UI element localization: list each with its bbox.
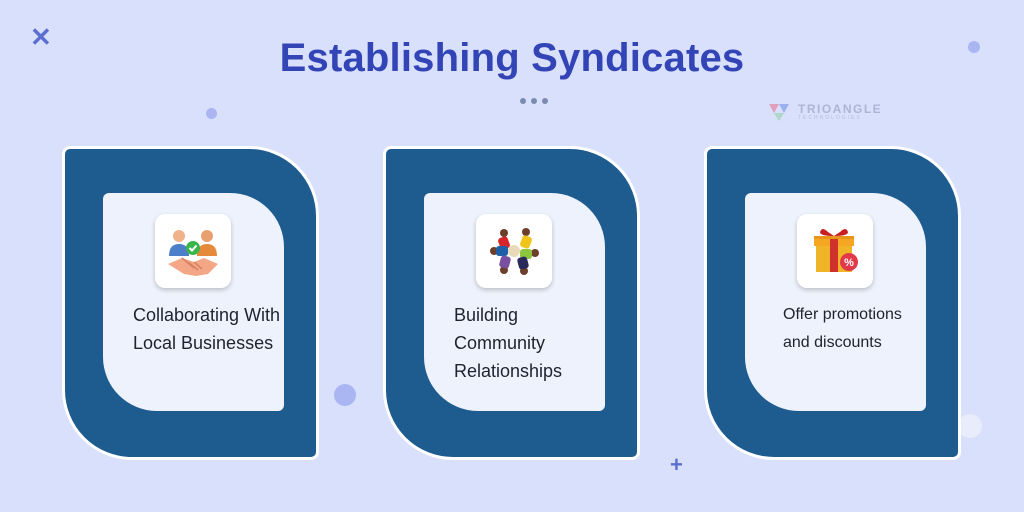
community-icon xyxy=(476,214,552,288)
card-inner: Collaborating With Local Businesses xyxy=(103,193,284,411)
decorative-x-icon: ✕ xyxy=(30,22,52,52)
decorative-plus-icon: + xyxy=(670,452,683,477)
card-label: Offer promotions and discounts xyxy=(783,306,902,351)
decorative-circle xyxy=(334,384,356,406)
decorative-circle xyxy=(958,414,982,438)
gift-discount-icon: % xyxy=(797,214,873,288)
brand-tagline: TECHNOLOGIES xyxy=(798,115,862,121)
brand-name: TRIOANGLE xyxy=(798,102,883,116)
decorative-circle xyxy=(968,41,980,53)
card-promotions: % Offer promotions and discounts xyxy=(704,146,961,460)
page-title: Establishing Syndicates xyxy=(279,36,745,80)
card-label: Collaborating With Local Businesses xyxy=(133,305,281,353)
card-inner: Building Community Relationships xyxy=(424,193,605,411)
brand-logo: TRIOANGLE TECHNOLOGIES xyxy=(768,102,882,122)
card-community: Building Community Relationships xyxy=(383,146,640,460)
card-label: Building Community Relationships xyxy=(454,305,563,381)
card-collaborating: Collaborating With Local Businesses xyxy=(62,146,319,460)
decorative-circle xyxy=(206,108,217,119)
svg-text:%: % xyxy=(844,257,854,269)
card-inner: % Offer promotions and discounts xyxy=(745,193,926,411)
brand-logo-icon xyxy=(769,104,789,121)
handshake-icon xyxy=(155,214,231,288)
decorative-dots xyxy=(520,98,548,104)
